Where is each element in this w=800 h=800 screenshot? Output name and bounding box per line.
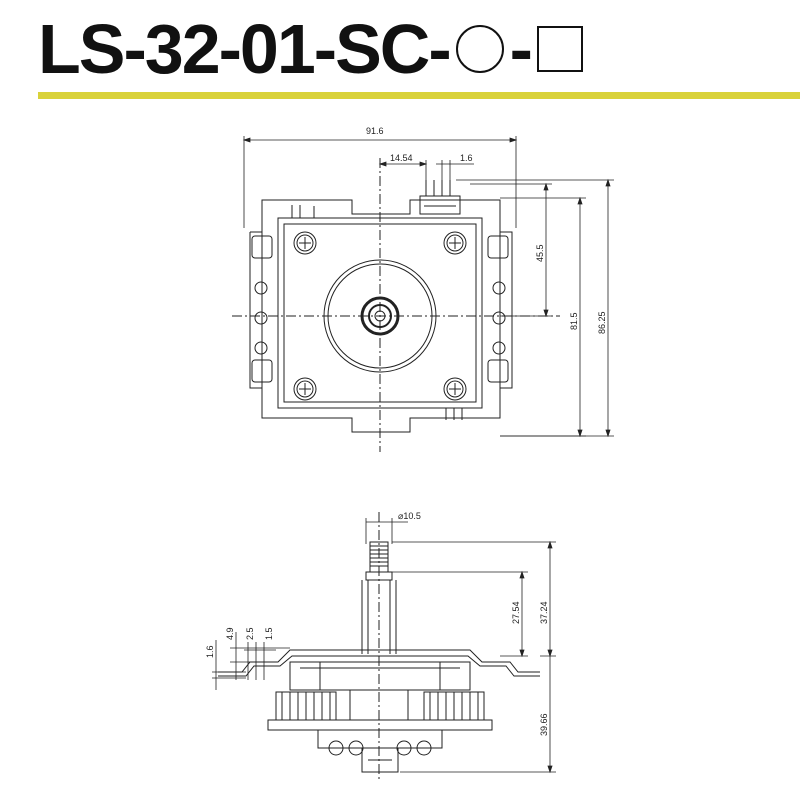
screw-bottom-left: [293, 377, 317, 401]
square-placeholder-icon: [536, 26, 583, 72]
mount-plate-side: [218, 649, 540, 673]
dim-center-to-top: [470, 182, 552, 318]
left-hole-top: [254, 281, 268, 295]
screw-top-left: [293, 231, 317, 255]
label-shaft-diameter: ⌀10.5: [398, 511, 421, 521]
connector-pins: [419, 180, 461, 215]
screw-bottom-right: [443, 377, 467, 401]
switch-housing: [289, 661, 471, 691]
microswitch-left: [275, 691, 337, 721]
mount-plate-slot-left: [249, 231, 262, 389]
label-offset-b: 2.5: [245, 627, 255, 640]
accent-bar: [38, 92, 800, 99]
label-center-to-top: 45.5: [535, 244, 545, 262]
dim-shaft-total: [392, 540, 556, 658]
mount-plate-outline: [261, 199, 501, 433]
mount-plate-side-lower: [218, 655, 540, 677]
bottom-connector: [317, 729, 443, 773]
mount-plate-slot-right: [500, 231, 513, 389]
dim-shaft-diameter: [365, 518, 408, 544]
left-hole-mid: [254, 311, 268, 325]
label-connector-offset: 14.54: [390, 153, 413, 163]
page-title: LS-32-01-SC- -: [38, 8, 583, 90]
side-view: [212, 512, 556, 780]
terminal-marks-top-left: [291, 205, 315, 218]
label-offset-a: 4.9: [225, 627, 235, 640]
left-hole-bot: [254, 341, 268, 355]
pcb-board: [267, 719, 493, 731]
dim-below-plate: [400, 656, 556, 774]
dim-left-stack: [212, 632, 290, 690]
dim-overall-height: [456, 178, 614, 438]
dim-shaft-to-plate: [392, 570, 528, 658]
label-overall-height: 86.25: [597, 311, 607, 334]
terminal-marks-bottom-right: [445, 408, 463, 420]
right-tab-lower: [487, 359, 509, 383]
circle-placeholder-icon: [455, 25, 504, 73]
top-view: [232, 136, 614, 452]
left-tab-upper: [251, 235, 273, 259]
label-pin-pitch: 1.6: [460, 153, 473, 163]
screw-top-right: [443, 231, 467, 255]
label-below-plate: 39.66: [539, 713, 549, 736]
label-offset-c: 1.5: [264, 627, 274, 640]
right-hole-bot: [492, 341, 506, 355]
model-number: LS-32-01-SC-: [38, 10, 452, 88]
dim-connector-offset: [378, 160, 474, 180]
label-shaft-to-plate: 27.54: [511, 601, 521, 624]
right-hole-mid: [492, 311, 506, 325]
label-plate-thickness: 1.6: [205, 645, 215, 658]
left-tab-lower: [251, 359, 273, 383]
label-shaft-total: 37.24: [539, 601, 549, 624]
label-overall-width: 91.6: [366, 126, 384, 136]
right-tab-upper: [487, 235, 509, 259]
right-hole-top: [492, 281, 506, 295]
label-mount-height: 81.5: [569, 312, 579, 330]
title-separator: -: [509, 10, 533, 88]
microswitch-right: [423, 691, 485, 721]
housing-detail: [300, 662, 460, 690]
dim-overall-width: [242, 136, 518, 228]
